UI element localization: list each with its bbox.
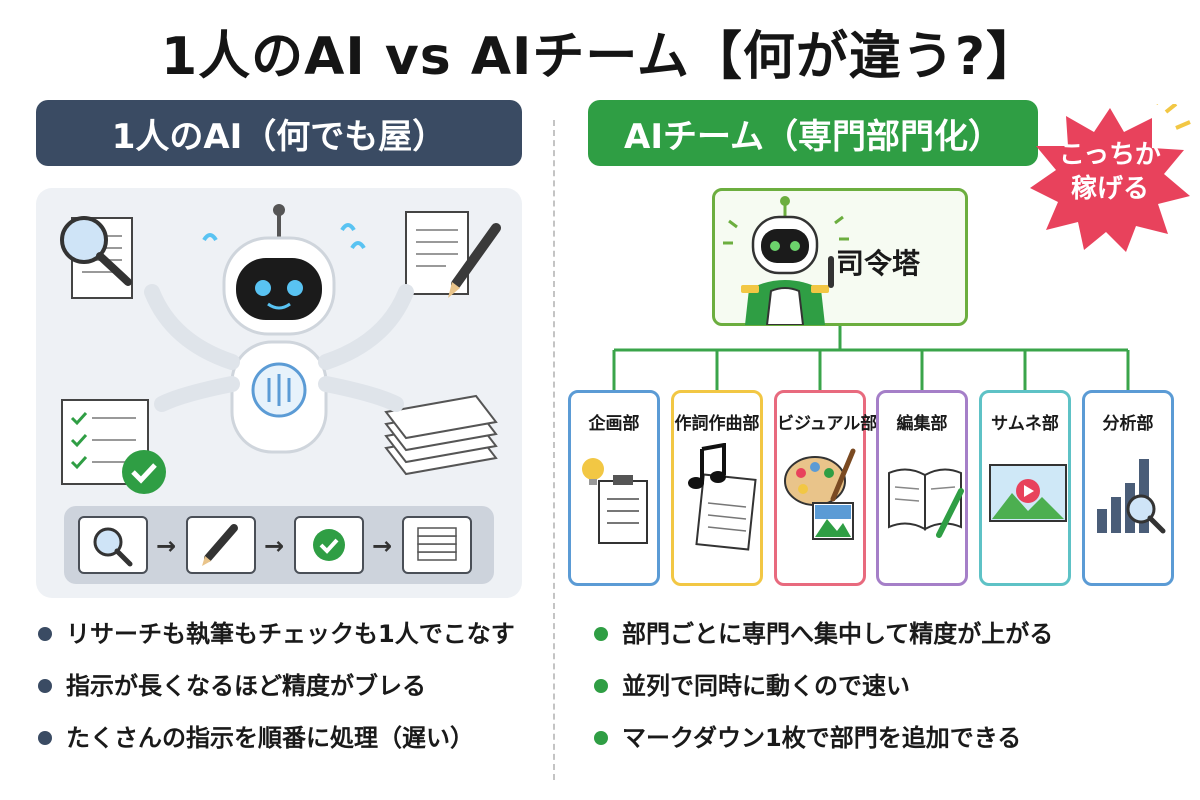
- flow-arrow-icon: →: [156, 532, 177, 560]
- book-pen-icon: [888, 468, 964, 538]
- commander-label: 司令塔: [836, 247, 921, 280]
- lightbulb-clipboard-icon: [582, 458, 648, 544]
- list-item: 並列で同時に動くので速い: [592, 668, 1053, 720]
- earning-badge-text: こっちが 稼げる: [1058, 140, 1162, 204]
- dept-songwriting: 作詞作曲部: [671, 390, 763, 586]
- dept-label: 分析部: [1102, 414, 1154, 434]
- commander-robot-icon: [723, 196, 849, 325]
- dept-label: ビジュアル部: [777, 414, 878, 434]
- list-item: 部門ごとに専門へ集中して精度が上がる: [592, 616, 1053, 668]
- dept-thumbnail: サムネ部: [979, 390, 1071, 586]
- single-ai-bullet-list: リサーチも執筆もチェックも1人でこなす 指示が長くなるほど精度がブレる たくさん…: [36, 616, 515, 772]
- bullet-dot-icon: [38, 731, 52, 745]
- music-note-icon: [688, 443, 757, 551]
- dept-editing: 編集部: [876, 390, 968, 586]
- magnifier-icon: [78, 516, 148, 574]
- bar-chart-magnifier-icon: [1097, 459, 1166, 534]
- dept-label: 作詞作曲部: [674, 414, 760, 434]
- thumbnail-image-icon: [989, 464, 1067, 522]
- bullet-dot-icon: [594, 627, 608, 641]
- commander-box: [712, 188, 968, 326]
- pencil-icon: [186, 516, 256, 574]
- dept-label: 編集部: [896, 414, 948, 434]
- dept-visual: ビジュアル部: [774, 390, 878, 586]
- list-item: リサーチも執筆もチェックも1人でこなす: [36, 616, 515, 668]
- right-column-header: AIチーム（専門部門化）: [588, 100, 1038, 166]
- dept-label: 企画部: [588, 414, 640, 434]
- multitasking-robot-icon: [60, 204, 501, 494]
- single-ai-illustration: → → →: [36, 188, 522, 598]
- bullet-dot-icon: [594, 731, 608, 745]
- dept-planning: 企画部: [568, 390, 660, 586]
- bullet-dot-icon: [594, 679, 608, 693]
- list-item: マークダウン1枚で部門を追加できる: [592, 720, 1053, 772]
- page-title: 1人のAI vs AIチーム【何が違う?】: [160, 27, 1040, 87]
- check-icon: [294, 516, 364, 574]
- palette-icon: [784, 448, 856, 540]
- ai-team-bullet-list: 部門ごとに専門へ集中して精度が上がる 並列で同時に動くので速い マークダウン1枚…: [592, 616, 1053, 772]
- flow-arrow-icon: →: [264, 532, 285, 560]
- dept-label: サムネ部: [991, 414, 1059, 434]
- paper-stack-icon: [402, 516, 472, 574]
- left-column-header: 1人のAI（何でも屋）: [36, 100, 522, 166]
- bullet-dot-icon: [38, 679, 52, 693]
- earning-badge-icon: [1030, 104, 1191, 252]
- flow-arrow-icon: →: [372, 532, 393, 560]
- column-divider: [553, 120, 555, 780]
- dept-analysis: 分析部: [1082, 390, 1174, 586]
- bullet-dot-icon: [38, 627, 52, 641]
- list-item: 指示が長くなるほど精度がブレる: [36, 668, 515, 720]
- workflow-strip: → → →: [64, 506, 494, 584]
- list-item: たくさんの指示を順番に処理（遅い）: [36, 720, 515, 772]
